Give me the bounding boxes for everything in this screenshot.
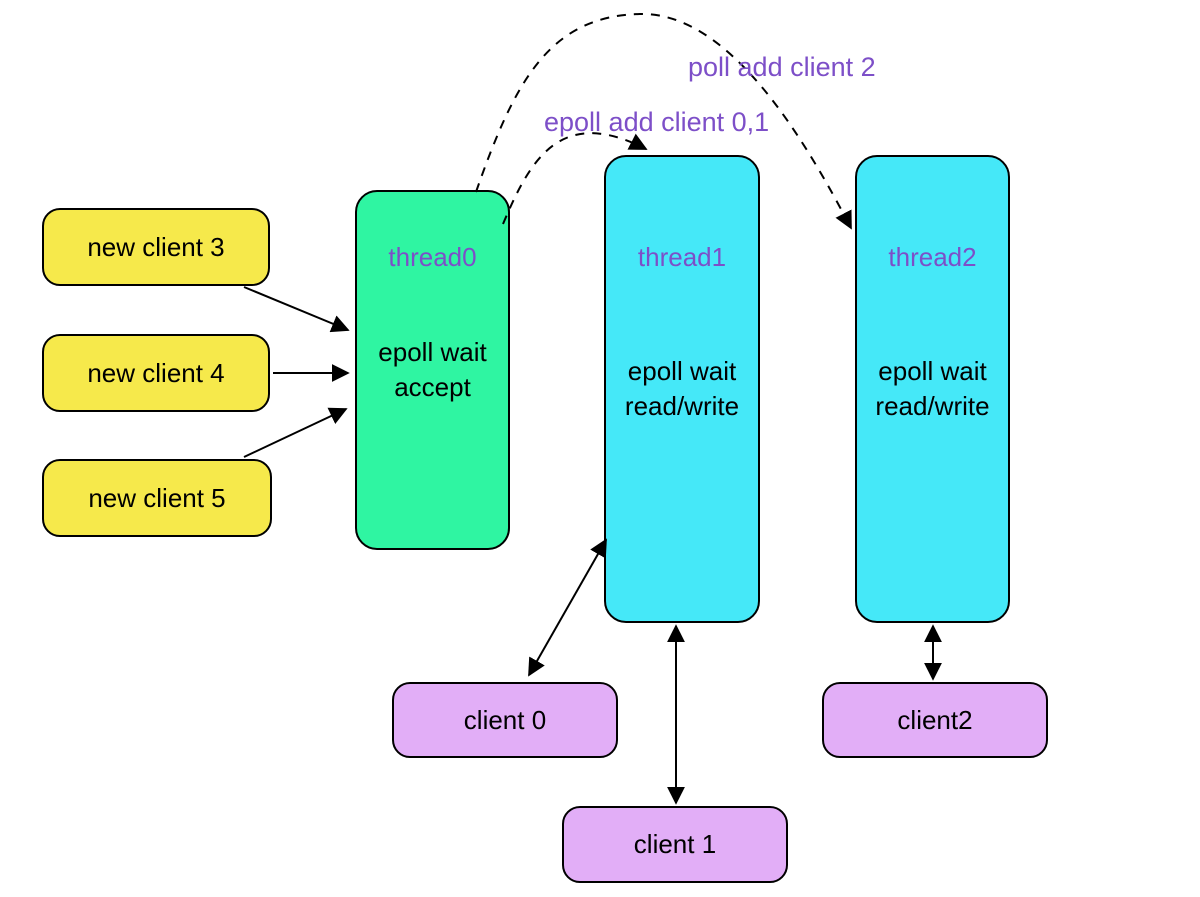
node-label: client 0 <box>463 704 547 735</box>
node-new-client-3: new client 3 <box>42 208 270 286</box>
node-thread1: thread1 epoll wait read/write <box>604 155 760 623</box>
thread-body: epoll wait read/write <box>875 354 989 424</box>
thread-body-line2: read/write <box>624 391 740 421</box>
thread-body-line1: epoll wait <box>378 337 487 367</box>
node-label: client2 <box>897 704 973 735</box>
node-label: new client 4 <box>87 357 225 388</box>
thread-body: epoll wait read/write <box>625 354 739 424</box>
thread-body: epoll wait accept <box>378 335 486 405</box>
node-label: client 1 <box>633 829 717 860</box>
node-client-2: client2 <box>822 682 1048 758</box>
thread-body-line1: epoll wait <box>627 356 737 386</box>
edge-thread1-to-client-0 <box>528 538 607 677</box>
edge-new-client-3-to-thread0 <box>243 286 350 333</box>
edge-label-epoll-add-client-0-1: epoll add client 0,1 <box>544 107 770 137</box>
node-thread2: thread2 epoll wait read/write <box>855 155 1010 623</box>
node-label: new client 5 <box>88 482 226 513</box>
thread-body-line2: accept <box>394 372 471 402</box>
thread-title: thread0 <box>388 242 477 272</box>
node-new-client-4: new client 4 <box>42 334 270 412</box>
node-thread0: thread0 epoll wait accept <box>355 190 510 550</box>
thread-body-line2: read/write <box>875 391 990 421</box>
node-client-0: client 0 <box>392 682 618 758</box>
thread-body-line1: epoll wait <box>878 356 987 386</box>
edge-label-poll-add-client-2: poll add client 2 <box>688 52 876 82</box>
edge-new-client-5-to-thread0 <box>243 407 348 458</box>
thread-title: thread2 <box>888 242 977 272</box>
node-new-client-5: new client 5 <box>42 459 272 537</box>
node-label: new client 3 <box>87 231 225 262</box>
node-client-1: client 1 <box>562 806 788 883</box>
thread-title: thread1 <box>637 242 727 272</box>
